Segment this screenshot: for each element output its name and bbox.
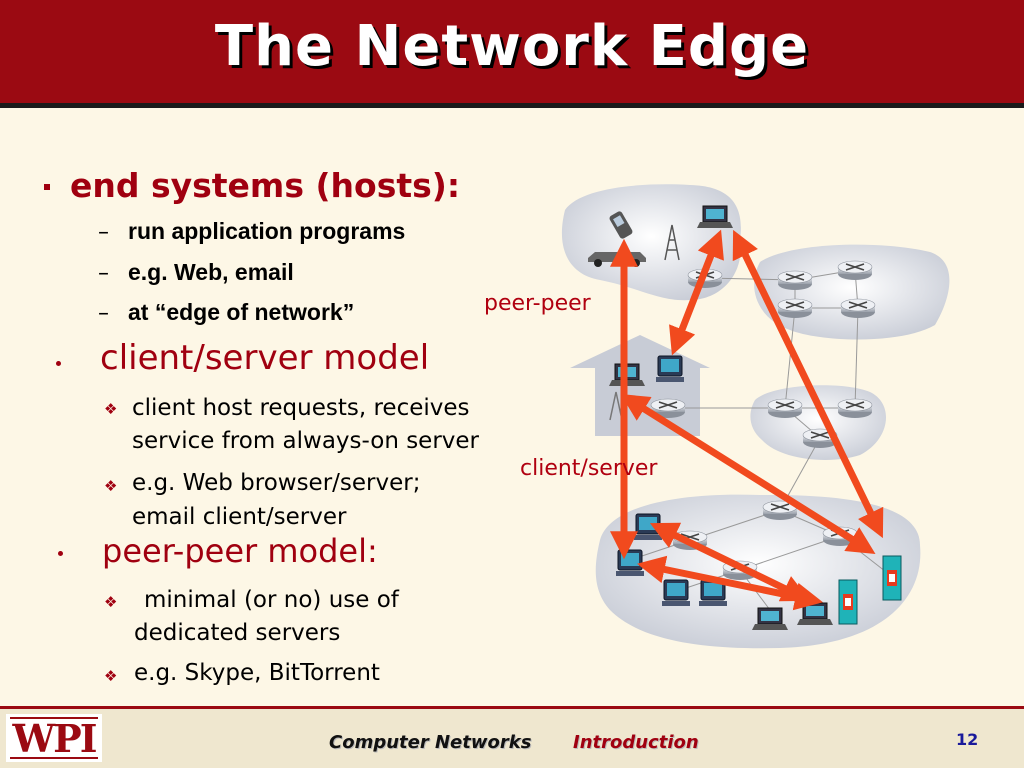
regional-isp-cloud: [750, 385, 887, 460]
client-server-item-2: service from always-on server: [132, 428, 480, 454]
desktop-icon: [661, 579, 691, 607]
client-server-label: client/server: [520, 456, 658, 481]
global-isp-cloud: [754, 244, 950, 340]
client-server-item-1: client host requests, receives: [132, 395, 470, 421]
dash-3: –: [98, 301, 109, 326]
server-icon: [838, 579, 858, 625]
client-server-item-3: e.g. Web browser/server;: [132, 470, 421, 496]
footer-course: Computer Networks: [329, 732, 532, 753]
diamond-bullet-icon: ❖: [104, 667, 118, 685]
diamond-bullet-icon: ❖: [104, 477, 118, 495]
laptop-icon: [796, 602, 834, 626]
server-icon: [882, 555, 902, 601]
desktop-icon: [655, 355, 685, 383]
end-systems-item-3: at “edge of network”: [128, 299, 355, 325]
cell-phone-icon: [609, 211, 633, 239]
diamond-bullet-icon: ❖: [104, 593, 118, 611]
institutional-network-cloud: [595, 494, 921, 649]
footer-divider: [0, 706, 1024, 709]
peer-peer-label: peer-peer: [484, 291, 591, 316]
footer-bar: [0, 709, 1024, 768]
peer-peer-heading: peer-peer model:: [102, 532, 378, 570]
end-systems-item-2: e.g. Web, email: [128, 259, 294, 285]
end-systems-heading: end systems (hosts):: [70, 166, 461, 205]
laptop-icon: [751, 607, 789, 631]
wpi-logo-text: WPI: [12, 716, 97, 761]
peer-peer-item-3: e.g. Skype, BitTorrent: [134, 660, 380, 686]
peer-peer-item-2: dedicated servers: [134, 620, 341, 646]
laptop-icon: [608, 363, 646, 387]
peer-peer-item-1: minimal (or no) use of: [144, 587, 399, 613]
client-server-item-4: email client/server: [132, 504, 347, 530]
diamond-bullet-icon: ❖: [104, 400, 118, 418]
round-bullet-icon: [56, 361, 61, 366]
desktop-icon: [633, 513, 663, 541]
wireless-tower-icon: [609, 391, 623, 421]
end-systems-item-1: run application programs: [128, 218, 406, 244]
laptop-icon: [696, 205, 734, 229]
car-icon: [588, 252, 646, 267]
footer-section: Introduction: [573, 732, 699, 753]
page-number: 12: [956, 730, 979, 749]
antenna-tower-icon: [664, 224, 680, 261]
title-bar: The Network Edge: [0, 0, 1024, 108]
square-bullet-icon: [44, 184, 50, 190]
mobile-network-cloud: [561, 184, 741, 301]
wpi-logo: WPI: [6, 714, 102, 762]
client-server-heading: client/server model: [100, 338, 430, 378]
dash-1: –: [98, 220, 109, 245]
dash-2: –: [98, 261, 109, 286]
round-bullet-icon: [58, 551, 63, 556]
desktop-icon: [698, 579, 728, 607]
slide-title: The Network Edge: [214, 14, 810, 79]
desktop-icon: [615, 549, 645, 577]
home-network-house: [570, 335, 710, 436]
